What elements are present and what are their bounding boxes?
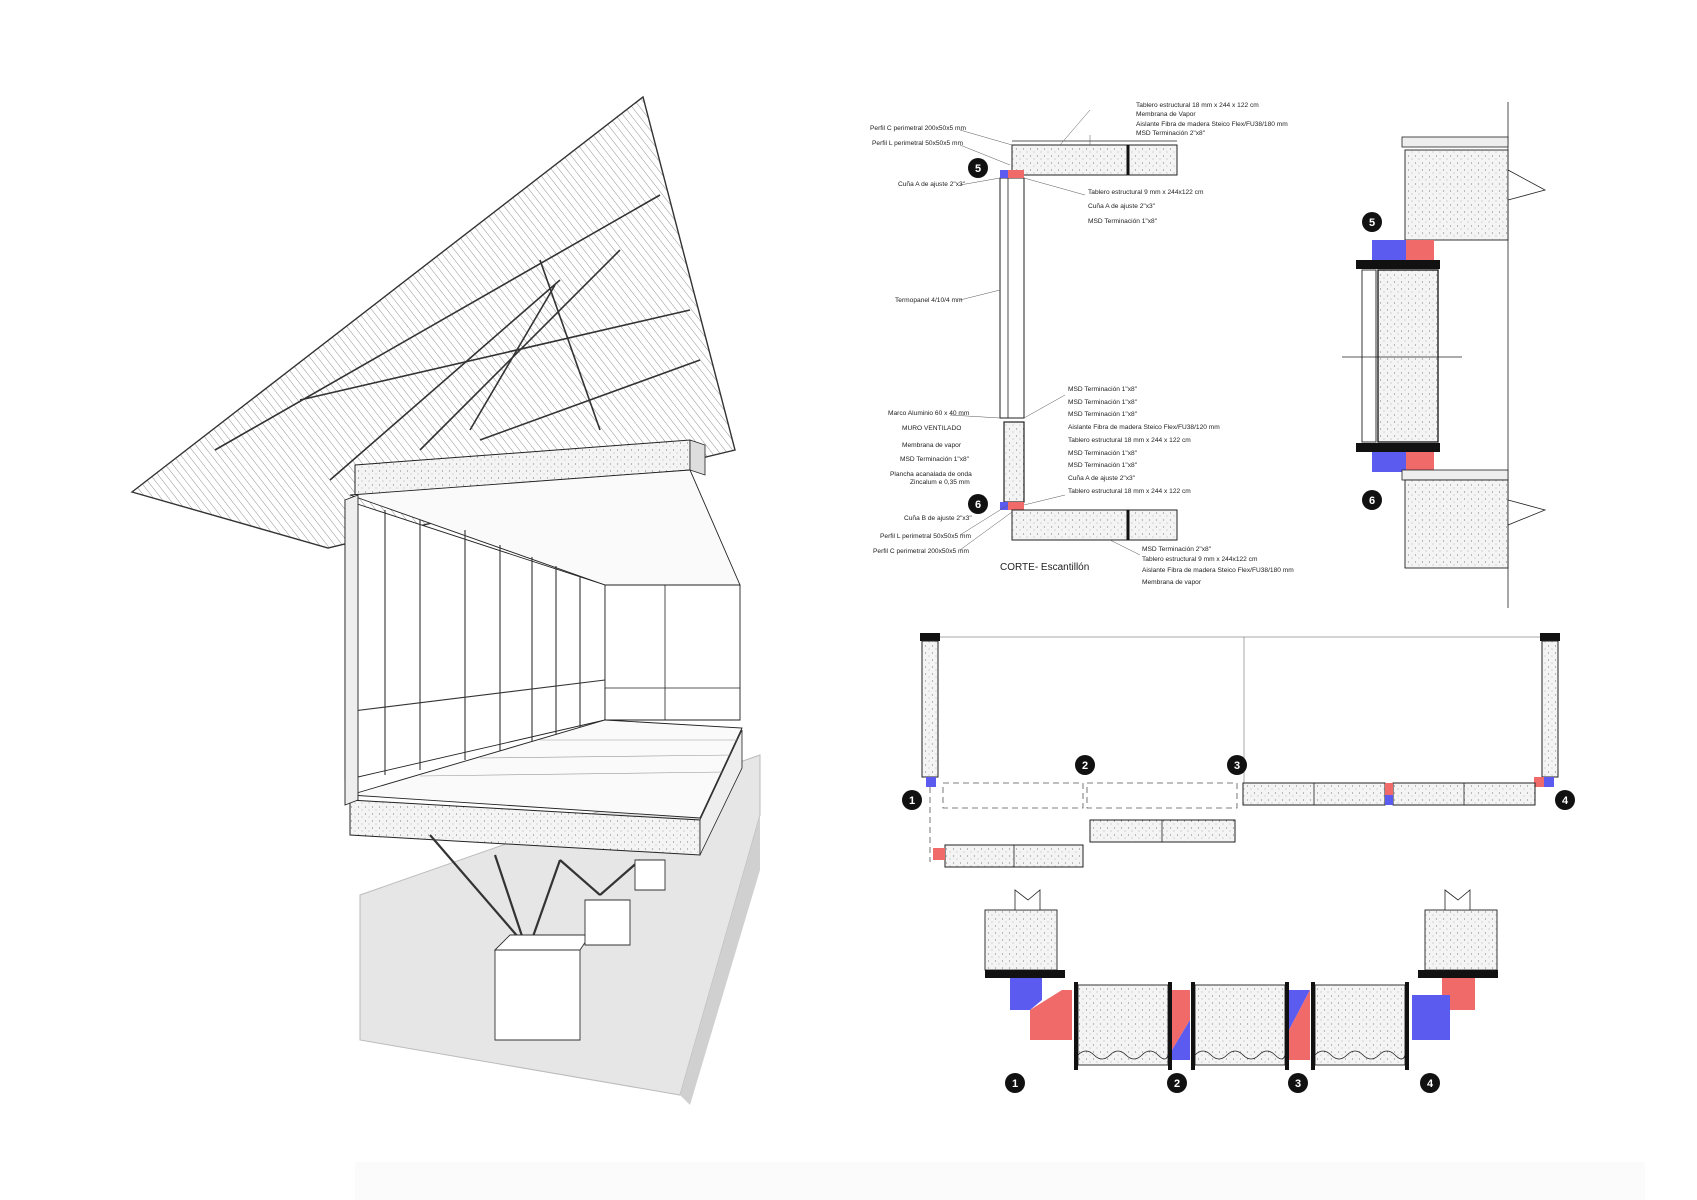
floor-deck (349, 719, 743, 819)
marker-1-plan: 1 (902, 790, 922, 810)
svg-text:Aislante Fibra de madera Steic: Aislante Fibra de madera Steico Flex/FU3… (1142, 567, 1294, 574)
section-labels-mid-right: Tablero estructural 9 mm x 244x122 cm Cu… (1088, 189, 1204, 225)
upper-slab-detail (1404, 149, 1509, 241)
svg-text:5: 5 (1369, 217, 1375, 229)
wall-core-detail (1377, 269, 1439, 443)
side-wall (344, 494, 359, 806)
svg-text:MSD Terminación 1"x8": MSD Terminación 1"x8" (1068, 386, 1138, 393)
svg-text:MSD Terminación 2"x8": MSD Terminación 2"x8" (1142, 546, 1212, 553)
section-labels-left: Perfil C perimetral 200x50x5 mm Perfil L… (870, 125, 972, 555)
svg-text:Cuña B de ajuste 2"x3": Cuña B de ajuste 2"x3" (904, 515, 972, 522)
marker-1-joint: 1 (1005, 1073, 1025, 1093)
marker-6: 6 (968, 494, 988, 514)
svg-text:MSD Terminación 1"x8": MSD Terminación 1"x8" (1068, 462, 1138, 469)
lower-slab-detail (1404, 479, 1509, 569)
marker-3-joint: 3 (1288, 1073, 1308, 1093)
svg-text:Termopanel 4/10/4 mm: Termopanel 4/10/4 mm (895, 297, 963, 304)
marker-4-plan: 4 (1555, 790, 1575, 810)
concrete-footings (493, 859, 666, 1041)
svg-text:6: 6 (1369, 495, 1375, 507)
panel-c (1311, 982, 1409, 1070)
svg-text:Tablero estructural 18 mm x 24: Tablero estructural 18 mm x 244 x 122 cm (1136, 102, 1259, 109)
svg-text:MSD Terminación 2"x8": MSD Terminación 2"x8" (1136, 130, 1206, 137)
steel-struts (429, 834, 641, 946)
svg-text:5: 5 (975, 163, 981, 175)
svg-text:6: 6 (975, 499, 981, 511)
top-slab (1011, 144, 1178, 176)
svg-text:Tablero estructural 9 mm x 244: Tablero estructural 9 mm x 244x122 cm (1142, 556, 1258, 563)
svg-text:Perfil L perimetral 50x50x5 mm: Perfil L perimetral 50x50x5 mm (880, 533, 972, 540)
svg-text:4: 4 (1562, 795, 1569, 807)
svg-text:MURO VENTILADO: MURO VENTILADO (902, 425, 961, 432)
svg-text:3: 3 (1295, 1078, 1301, 1090)
svg-text:MSD Terminación 1"x8": MSD Terminación 1"x8" (1088, 218, 1158, 225)
svg-text:Perfil C perimetral 200x50x5 m: Perfil C perimetral 200x50x5 mm (870, 125, 967, 132)
svg-text:MSD Terminación 1"x8": MSD Terminación 1"x8" (1068, 450, 1138, 457)
marker-3-plan: 3 (1227, 755, 1247, 775)
bottom-slab (1011, 509, 1178, 541)
svg-text:MSD Terminación 1"x8": MSD Terminación 1"x8" (1068, 411, 1138, 418)
svg-text:Membrana de vapor: Membrana de vapor (1142, 579, 1202, 586)
bottom-fade-band (355, 1162, 1645, 1200)
svg-text:Cuña A de ajuste 2"x3": Cuña A de ajuste 2"x3" (1088, 203, 1156, 210)
svg-text:MSD Terminación 1"x8": MSD Terminación 1"x8" (1068, 399, 1138, 406)
section-labels-low-right: MSD Terminación 1"x8" MSD Terminación 1"… (1068, 386, 1220, 495)
marker-6-detail: 6 (1362, 490, 1382, 510)
plan-assembly: 1 2 3 4 (902, 633, 1575, 868)
svg-text:Zincalum e 0,35 mm: Zincalum e 0,35 mm (910, 479, 970, 486)
section-labels-bottom-right: MSD Terminación 2"x8" Tablero estructura… (1142, 546, 1294, 586)
roof-beam-side (689, 439, 706, 476)
termopanel-window (999, 177, 1025, 419)
svg-text:Aislante Fibra de madera Steic: Aislante Fibra de madera Steico Flex/FU3… (1068, 424, 1220, 431)
floor-beam-side (699, 729, 743, 856)
svg-text:Tablero estructural 18 mm x 24: Tablero estructural 18 mm x 244 x 122 cm (1068, 437, 1191, 444)
svg-text:Cuña A de ajuste 2"x3": Cuña A de ajuste 2"x3" (1068, 475, 1136, 482)
window-mullions (344, 510, 606, 775)
panel-b (1191, 982, 1289, 1070)
svg-text:4: 4 (1427, 1078, 1434, 1090)
svg-text:1: 1 (909, 795, 915, 807)
roof-corrugated (130, 95, 736, 549)
joint-details: 1 2 3 4 (984, 889, 1498, 1093)
end-wall (604, 584, 741, 721)
svg-text:Cuña A de ajuste 2"x3": Cuña A de ajuste 2"x3" (898, 181, 966, 188)
svg-text:Perfil L perimetral 50x50x5 mm: Perfil L perimetral 50x50x5 mm (872, 140, 964, 147)
svg-text:Tablero estructural 18 mm x 24: Tablero estructural 18 mm x 244 x 122 cm (1068, 488, 1191, 495)
svg-text:2: 2 (1174, 1078, 1180, 1090)
marker-2-joint: 2 (1167, 1073, 1187, 1093)
roof-trusses (214, 194, 701, 481)
panel-a (1074, 982, 1172, 1070)
marker-4-joint: 4 (1420, 1073, 1440, 1093)
svg-text:Tablero estructural 9 mm x 244: Tablero estructural 9 mm x 244x122 cm (1088, 189, 1204, 196)
svg-text:MSD Terminación 1"x8": MSD Terminación 1"x8" (900, 456, 970, 463)
lower-wall-panel (1003, 421, 1025, 503)
svg-text:Plancha acanalada de onda: Plancha acanalada de onda (890, 471, 972, 478)
ground-slab-side (680, 815, 760, 1105)
svg-text:Perfil C perimetral 200x50x5 m: Perfil C perimetral 200x50x5 mm (873, 548, 970, 555)
marker-5: 5 (968, 158, 988, 178)
isometric-view (130, 95, 761, 1105)
svg-text:Membrana de Vapor: Membrana de Vapor (1136, 111, 1196, 118)
svg-text:3: 3 (1234, 760, 1240, 772)
section-title: CORTE- Escantillón (1000, 562, 1089, 573)
svg-text:Membrana de vapor: Membrana de vapor (902, 442, 962, 449)
left-wall-plan (921, 640, 939, 778)
svg-text:Aislante Fibra de madera Steic: Aislante Fibra de madera Steico Flex/FU3… (1136, 121, 1288, 128)
marker-5-detail: 5 (1362, 212, 1382, 232)
svg-text:2: 2 (1082, 760, 1088, 772)
svg-text:1: 1 (1012, 1078, 1018, 1090)
enlarged-joint-detail: 5 6 (1342, 102, 1547, 608)
svg-text:Marco Aluminio 60 x 40 mm: Marco Aluminio 60 x 40 mm (888, 410, 970, 417)
right-wall-plan (1541, 640, 1559, 778)
floor-panel-2 (1089, 819, 1236, 843)
marker-2-plan: 2 (1075, 755, 1095, 775)
section-detail: CORTE- Escantillón Perfil C perimetral 2… (870, 102, 1294, 586)
section-labels-top-right: Tablero estructural 18 mm x 244 x 122 cm… (1136, 102, 1288, 137)
